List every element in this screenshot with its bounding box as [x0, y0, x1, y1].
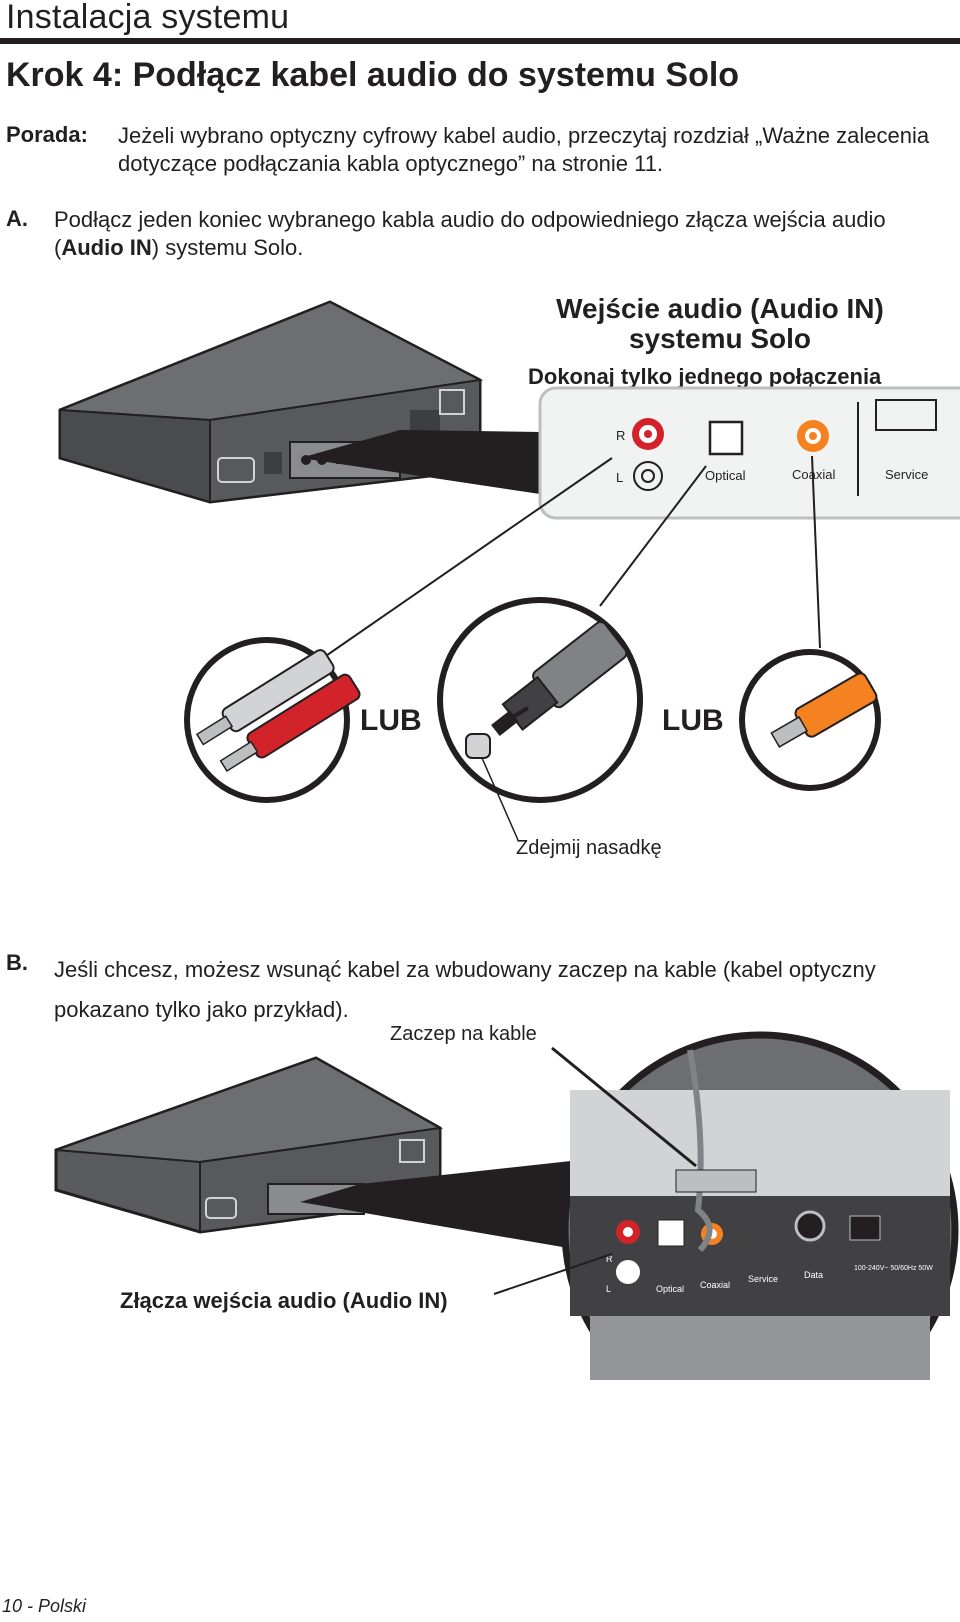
audio-in-panel: [538, 386, 960, 520]
header-rule: [0, 38, 960, 44]
remove-cap-label: Zdejmij nasadkę: [516, 837, 662, 859]
power-rating-label: 100-240V~ 50/60Hz 50W: [854, 1265, 933, 1272]
or-label-1: LUB: [360, 704, 422, 737]
callout-wedge-2: [300, 1160, 580, 1250]
figure-1-illustration: R L Optical Coaxial Service: [58, 300, 960, 859]
step-a-text: Podłącz jeden koniec wybranego kabla aud…: [54, 206, 934, 262]
step-title: Krok 4: Podłącz kabel audio do systemu S…: [6, 56, 740, 94]
callout-title-line1: Wejście audio (Audio IN): [556, 293, 884, 324]
clip-leader-line: [551, 1046, 697, 1168]
step-a-text-start: Podłącz jeden koniec wybranego kabla aud…: [54, 207, 886, 260]
or-label-2: LUB: [662, 704, 724, 737]
port-service-label: Service: [885, 467, 928, 482]
tip-text: Jeżeli wybrano optyczny cyfrowy kabel au…: [118, 123, 930, 176]
closeup-port-optical: Optical: [656, 1284, 684, 1294]
page-footer: 10 - Polski: [2, 1596, 87, 1616]
port-optical-label: Optical: [705, 468, 746, 483]
rca-cable-illustration: [184, 637, 361, 803]
coaxial-leader-line: [811, 455, 821, 649]
figure-2-illustration: R L Optical Coaxial Service Data 100-240…: [54, 1023, 959, 1380]
port-r-label: R: [616, 428, 625, 443]
step-a-text-end: ) systemu Solo.: [151, 235, 304, 260]
callout-title-line2: systemu Solo: [628, 323, 812, 354]
step-b-label: B.: [6, 950, 28, 975]
callout-wedge: [300, 430, 540, 494]
port-l-label: L: [616, 470, 623, 485]
audio-in-callout-title: Wejście audio (Audio IN) systemu Solo: [530, 294, 910, 354]
closeup-port-l: L: [606, 1284, 611, 1294]
closeup-port-service: Service: [748, 1274, 778, 1284]
rca-leader-line: [319, 457, 613, 661]
optical-leader-line: [599, 465, 707, 607]
audio-in-connectors-label: Złącza wejścia audio (Audio IN): [120, 1288, 448, 1313]
one-connection-note: Dokonaj tylko jednego połączenia: [528, 364, 882, 389]
cable-clip-label: Zaczep na kable: [390, 1023, 537, 1045]
coaxial-cable-illustration: [739, 649, 881, 791]
closeup-port-r: R: [606, 1254, 613, 1264]
closeup-port-coaxial: Coaxial: [700, 1280, 730, 1290]
closeup-port-data: Data: [804, 1270, 823, 1280]
tip-label: Porada:: [6, 122, 88, 147]
optical-cable-illustration: [437, 597, 643, 841]
connectors-leader-line: [493, 1253, 613, 1295]
cable-clip-closeup: [561, 1031, 959, 1380]
section-title: Instalacja systemu: [6, 0, 290, 36]
step-a-text-bold: Audio IN: [61, 235, 152, 260]
step-b-text: Jeśli chcesz, możesz wsunąć kabel za wbu…: [54, 957, 876, 1022]
step-a-label: A.: [6, 206, 28, 231]
